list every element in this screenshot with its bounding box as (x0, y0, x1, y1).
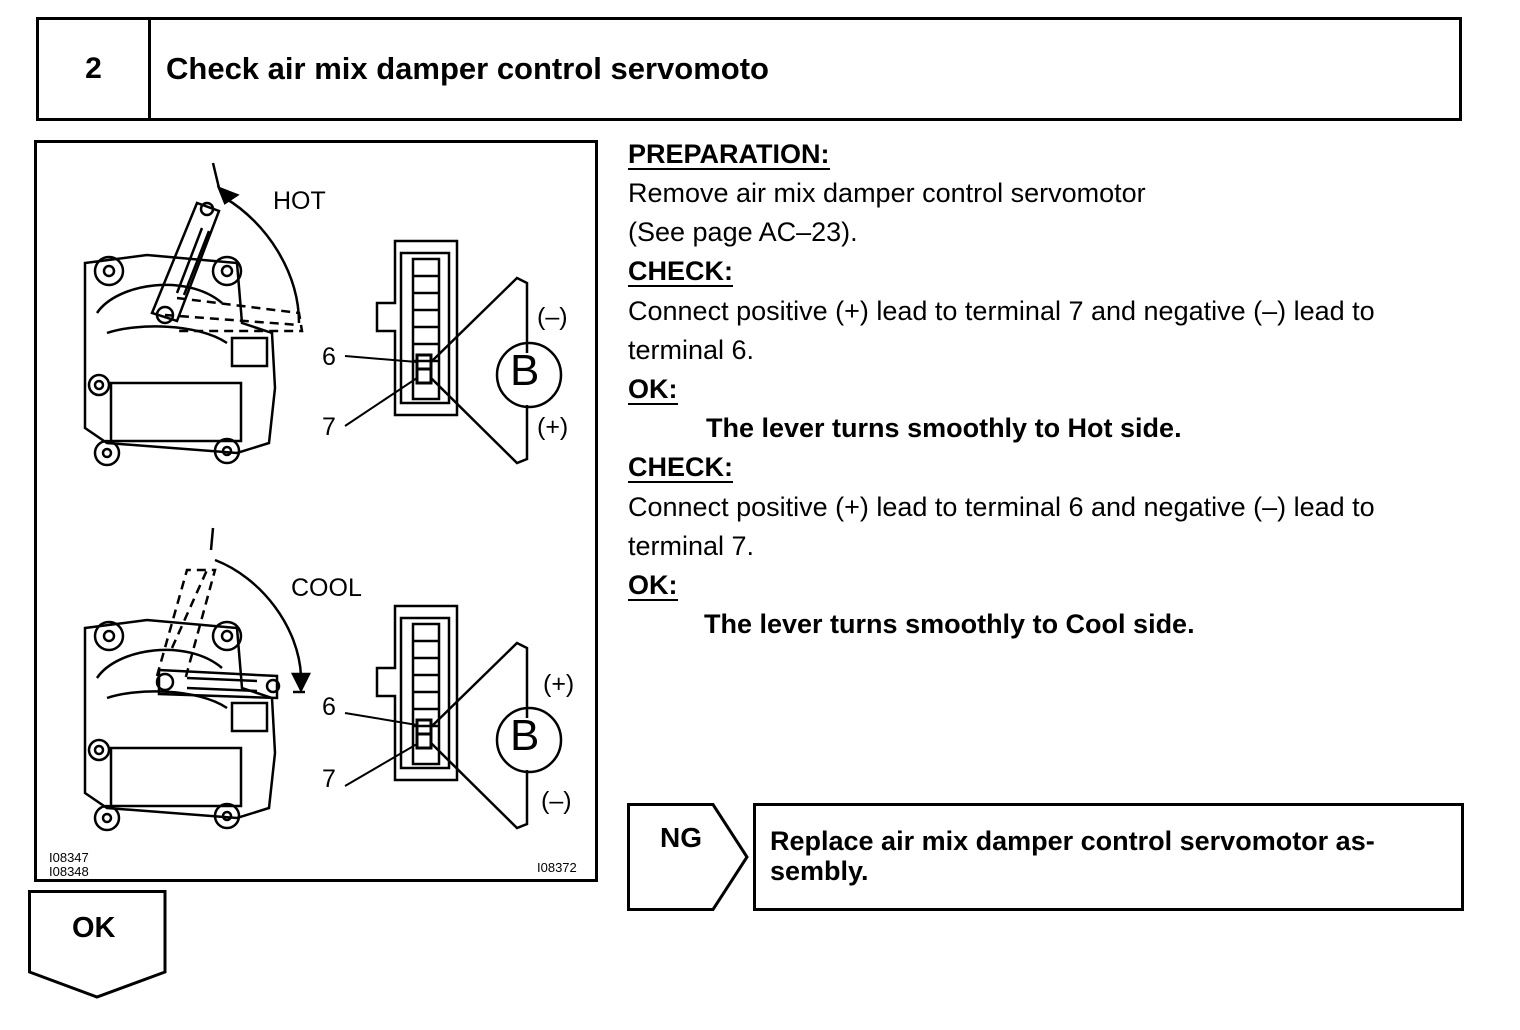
polarity-lower-bottom: (–) (541, 787, 572, 815)
ok-arrow-shape (28, 890, 167, 999)
ok2-label: OK: (628, 570, 678, 601)
ok1-heading: OK: (628, 374, 678, 405)
terminal-6-label-top: 6 (322, 343, 336, 371)
figure-code-1: I08347 (49, 850, 89, 865)
servomotor-cool-drawing (83, 527, 563, 832)
step-title: Check air mix damper control servomoto (166, 51, 769, 86)
ng-action-text-2: sembly. (770, 856, 869, 886)
ng-action-text-1: Replace air mix damper control servomoto… (770, 826, 1375, 856)
battery-symbol-bottom: B (510, 711, 540, 760)
preparation-text-1: Remove air mix damper control servomotor (628, 178, 1146, 208)
cool-label: COOL (291, 574, 362, 602)
servomotor-hot-drawing (83, 162, 563, 467)
polarity-upper-top: (–) (537, 303, 568, 331)
check2-heading: CHECK: (628, 452, 733, 483)
check1-text-1: Connect positive (+) lead to terminal 7 … (628, 296, 1375, 326)
check2-text-1: Connect positive (+) lead to terminal 6 … (628, 492, 1375, 522)
step-number: 2 (39, 20, 151, 118)
figure-code-2: I08348 (49, 864, 89, 879)
terminal-7-label-bottom: 7 (322, 765, 336, 793)
ng-arrow-shape (627, 803, 749, 911)
polarity-upper-bottom: (+) (543, 670, 575, 698)
figure-code-left: I08347 I08348 (49, 851, 89, 879)
ng-label: NG (660, 822, 702, 853)
servomotor-figure: HOT 6 7 (–) (+) B COOL 6 7 (+) (–) B I08… (34, 140, 598, 882)
check1-heading: CHECK: (628, 256, 733, 287)
hot-label: HOT (273, 187, 326, 215)
check1-label: CHECK: (628, 256, 733, 287)
check2-label: CHECK: (628, 452, 733, 483)
figure-code-right: I08372 (537, 860, 577, 875)
check2-text-2: terminal 7. (628, 531, 755, 561)
ok-label: OK (72, 912, 116, 944)
polarity-lower-top: (+) (537, 413, 569, 441)
ok1-label: OK: (628, 374, 678, 405)
battery-symbol-top: B (510, 346, 540, 395)
ok2-result: The lever turns smoothly to Cool side. (704, 609, 1195, 639)
ok2-heading: OK: (628, 570, 678, 601)
preparation-text-2: (See page AC–23). (628, 217, 858, 247)
preparation-heading: PREPARATION: (628, 139, 830, 170)
terminal-7-label-top: 7 (322, 413, 336, 441)
ok1-result: The lever turns smoothly to Hot side. (706, 413, 1182, 443)
check1-text-2: terminal 6. (628, 335, 755, 365)
servomotor-diagram (83, 162, 563, 832)
terminal-6-label-bottom: 6 (322, 693, 336, 721)
preparation-label: PREPARATION: (628, 139, 830, 170)
step-header: 2 Check air mix damper control servomoto (36, 17, 1462, 121)
ng-action-box: Replace air mix damper control servomoto… (753, 803, 1464, 911)
